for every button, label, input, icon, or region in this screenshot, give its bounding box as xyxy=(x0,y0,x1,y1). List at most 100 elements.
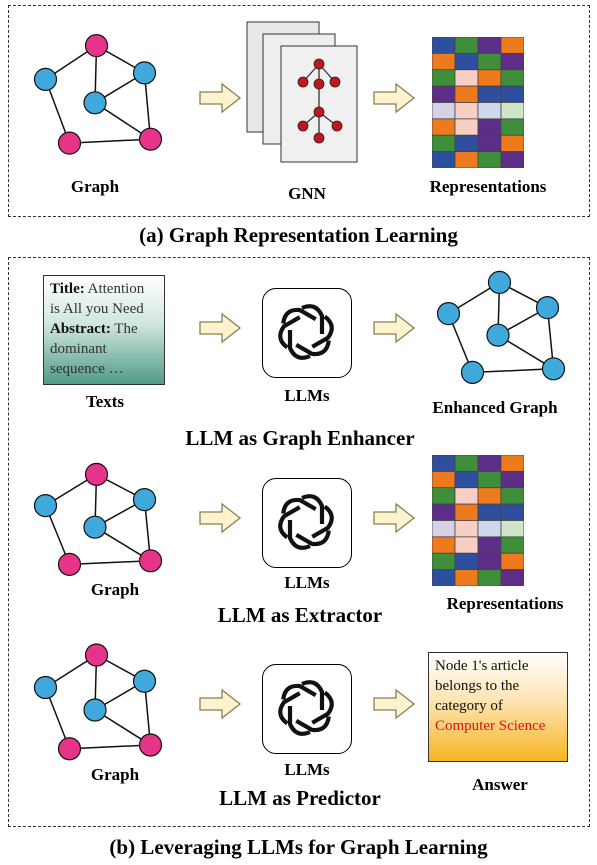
representation-cell xyxy=(500,470,524,489)
representation-cell xyxy=(432,118,456,136)
graph-node xyxy=(541,357,566,381)
gnn-layers-icon xyxy=(246,21,358,163)
representation-cell xyxy=(454,118,479,136)
answer-text: Node 1's article belongs to the category… xyxy=(435,658,529,714)
representation-cell xyxy=(500,503,524,521)
representation-cell xyxy=(454,52,479,71)
input-graph-predictor xyxy=(33,643,163,761)
representation-cell xyxy=(500,52,524,71)
graph-node xyxy=(33,675,58,700)
graph-node xyxy=(138,733,163,757)
graph-node xyxy=(460,360,485,385)
representation-cell xyxy=(500,37,524,54)
abstract-value: The dominant sequence … xyxy=(50,321,138,377)
extractor-title: LLM as Extractor xyxy=(217,603,383,627)
llm-box-predictor xyxy=(262,664,352,754)
panel-a-frame xyxy=(8,5,590,217)
representation-cell xyxy=(432,102,456,120)
representation-grid-a xyxy=(432,37,524,168)
graph-node xyxy=(83,91,107,115)
title-value: Attention is All you Need xyxy=(50,281,145,317)
graph-edge xyxy=(69,560,151,566)
representation-cell xyxy=(454,536,479,554)
arrow-icon xyxy=(373,312,416,344)
graph-label-predictor: Graph xyxy=(90,765,140,784)
logo-stroke xyxy=(281,497,317,514)
representation-cell xyxy=(500,455,524,472)
graph-edge xyxy=(472,368,554,374)
logo-stroke xyxy=(301,304,325,334)
graph-node xyxy=(33,67,58,92)
graph-node xyxy=(57,131,82,155)
representation-cell xyxy=(500,134,524,153)
representation-cell xyxy=(432,151,456,168)
representation-cell xyxy=(477,487,502,505)
logo-stroke xyxy=(281,307,317,324)
arrow-icon xyxy=(199,688,242,720)
graph-node xyxy=(83,515,107,539)
right-arrow-icon xyxy=(199,502,242,534)
representation-cell xyxy=(477,455,502,472)
representation-cell xyxy=(432,552,456,571)
graph-node xyxy=(436,301,461,326)
llm-label-predictor: LLMs xyxy=(284,760,330,779)
graph-node xyxy=(132,487,157,512)
representation-cell xyxy=(454,552,479,571)
representation-cell xyxy=(477,37,502,54)
representation-cell xyxy=(454,520,479,538)
arrow-icon xyxy=(199,312,242,344)
llm-box-enhancer xyxy=(262,288,352,378)
arrow-icon xyxy=(199,502,242,534)
representation-cell xyxy=(477,520,502,538)
graph-label-a: Graph xyxy=(70,177,120,196)
graph-node xyxy=(138,127,163,151)
abstract-key: Abstract: xyxy=(50,321,111,337)
representation-cell xyxy=(432,470,456,489)
representation-cell xyxy=(500,520,524,538)
representation-cell xyxy=(477,503,502,521)
representations-label-a: Representations xyxy=(429,177,547,196)
predictor-title: LLM as Predictor xyxy=(219,786,381,810)
texts-label: Texts xyxy=(85,392,125,411)
graph-node xyxy=(84,462,109,486)
representation-cell xyxy=(477,134,502,153)
graph-edge xyxy=(69,744,151,750)
logo-stroke xyxy=(287,706,311,736)
representation-cell xyxy=(454,455,479,472)
arrow-icon xyxy=(373,502,416,534)
representation-cell xyxy=(432,85,456,103)
logo-stroke xyxy=(287,330,311,360)
graph-node xyxy=(132,669,157,693)
arrow-icon xyxy=(373,688,416,720)
representation-cell xyxy=(500,151,524,168)
logo-stroke xyxy=(295,340,331,357)
representation-cell xyxy=(477,85,502,103)
logo-stroke xyxy=(311,314,334,349)
graph-node xyxy=(83,698,107,722)
representation-cell xyxy=(477,102,502,120)
representation-cell xyxy=(454,151,479,168)
graph-node xyxy=(84,643,109,667)
logo-stroke xyxy=(295,530,331,547)
graph-node xyxy=(487,270,512,294)
title-key: Title: xyxy=(50,281,85,297)
representation-cell xyxy=(477,569,502,586)
graph-node xyxy=(57,552,82,577)
graph-edge xyxy=(69,138,151,144)
graph-node xyxy=(138,549,163,573)
input-graph-a xyxy=(33,34,163,155)
logo-stroke xyxy=(311,504,334,539)
representation-cell xyxy=(432,520,456,538)
representation-cell xyxy=(500,536,524,554)
representation-cell xyxy=(477,552,502,571)
representation-cell xyxy=(477,52,502,71)
representation-cell xyxy=(432,52,456,71)
logo-stroke xyxy=(278,691,301,726)
representation-cell xyxy=(454,487,479,505)
representation-cell xyxy=(477,69,502,87)
right-arrow-icon xyxy=(373,312,416,344)
representation-cell xyxy=(500,552,524,571)
enhancer-title: LLM as Graph Enhancer xyxy=(185,426,415,450)
representation-cell xyxy=(477,536,502,554)
representation-cell xyxy=(500,85,524,103)
